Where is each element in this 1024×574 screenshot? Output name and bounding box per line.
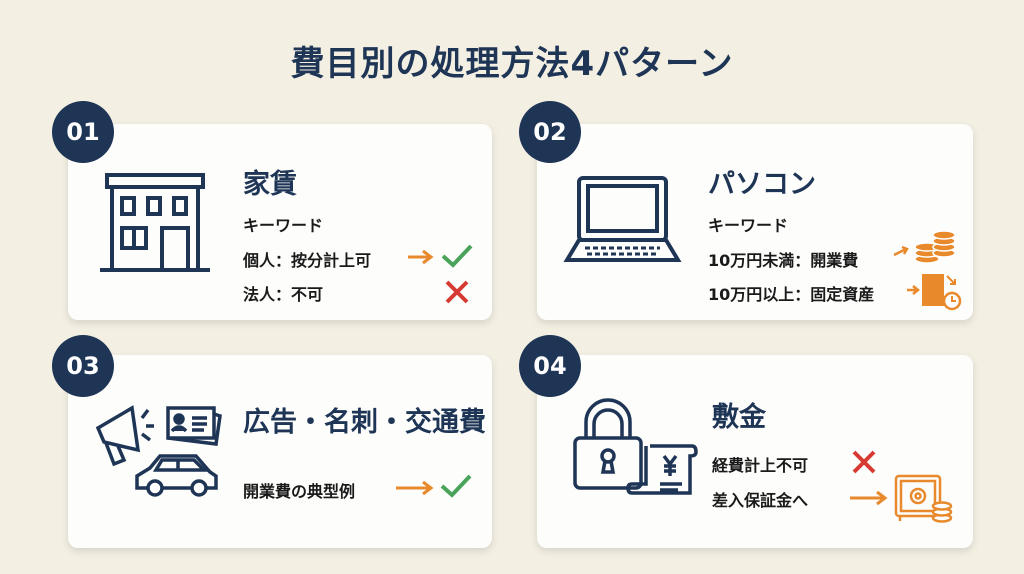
badge-number: 02	[519, 101, 581, 163]
not-expensable-line: 経費計上不可	[712, 456, 809, 475]
deposit-line: 差入保証金へ	[712, 491, 809, 510]
arrow-icon	[408, 249, 434, 265]
safe-coins-icon	[894, 474, 953, 523]
cross-icon	[852, 450, 876, 474]
under-100k-line: 10万円未満：開業費	[708, 251, 859, 270]
badge-number: 03	[52, 335, 114, 397]
laptop-icon	[563, 176, 682, 262]
building-icon	[100, 173, 210, 272]
over-100k-line: 10万円以上：固定資産	[708, 285, 875, 304]
cross-icon	[445, 280, 469, 304]
megaphone-card-car-icon	[95, 405, 222, 497]
card-heading: 広告・名刺・交通費	[243, 407, 486, 438]
card-heading: パソコン	[708, 169, 816, 200]
arrow-icon	[850, 490, 888, 506]
card-heading: 敷金	[712, 402, 766, 433]
corporate-line: 法人：不可	[243, 285, 324, 304]
fixed-asset-building-clock-icon	[907, 274, 962, 311]
card-heading: 家賃	[243, 169, 297, 200]
keyword-label: キーワード	[708, 216, 789, 235]
check-icon	[441, 244, 473, 268]
page-title: 費目別の処理方法4パターン	[290, 44, 734, 84]
badge-number: 04	[519, 335, 581, 397]
check-icon	[440, 474, 472, 498]
example-line: 開業費の典型例	[243, 482, 356, 501]
card-pc	[537, 124, 973, 320]
keyword-label: キーワード	[243, 216, 324, 235]
card-rent	[68, 124, 492, 320]
coins-icon	[893, 230, 956, 264]
individual-line: 個人：按分計上可	[243, 251, 372, 270]
badge-number: 01	[52, 101, 114, 163]
arrow-icon	[396, 480, 434, 496]
lock-receipt-icon	[573, 398, 698, 495]
